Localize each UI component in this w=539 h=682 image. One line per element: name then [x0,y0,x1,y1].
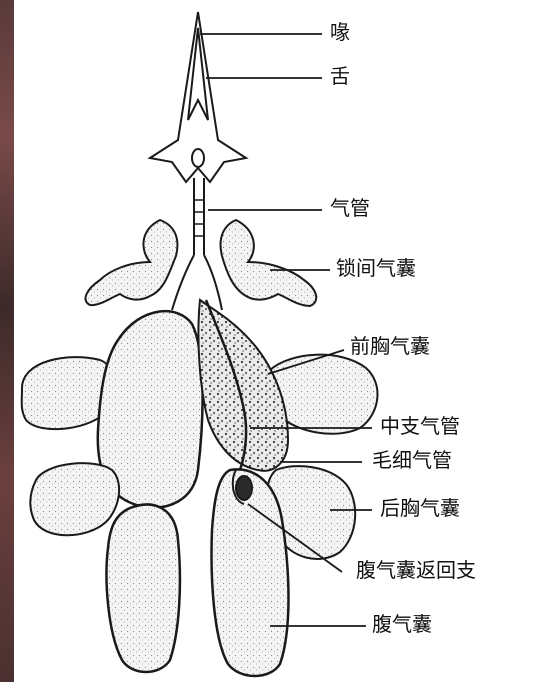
interclavicular-air-sac-shape [85,220,316,306]
label-interclavicular-air-sac: 锁间气囊 [336,258,416,278]
label-abdominal-air-sac: 腹气囊 [372,614,432,634]
label-abdominal-recurrent-branch: 腹气囊返回支 [356,560,476,580]
label-parabronchi: 毛细气管 [372,450,452,470]
bronchi-lines [172,255,222,310]
beak-shape [150,12,246,182]
label-anterior-thoracic-air-sac: 前胸气囊 [350,336,430,356]
trachea-shape [194,178,204,255]
label-trachea: 气管 [330,198,370,218]
label-larynx: 喙 [330,22,350,42]
label-tongue: 舌 [330,66,350,86]
lung-shape [198,300,288,471]
label-mesobronchus: 中支气管 [380,416,460,436]
label-posterior-thoracic-air-sac: 后胸气囊 [380,498,460,518]
